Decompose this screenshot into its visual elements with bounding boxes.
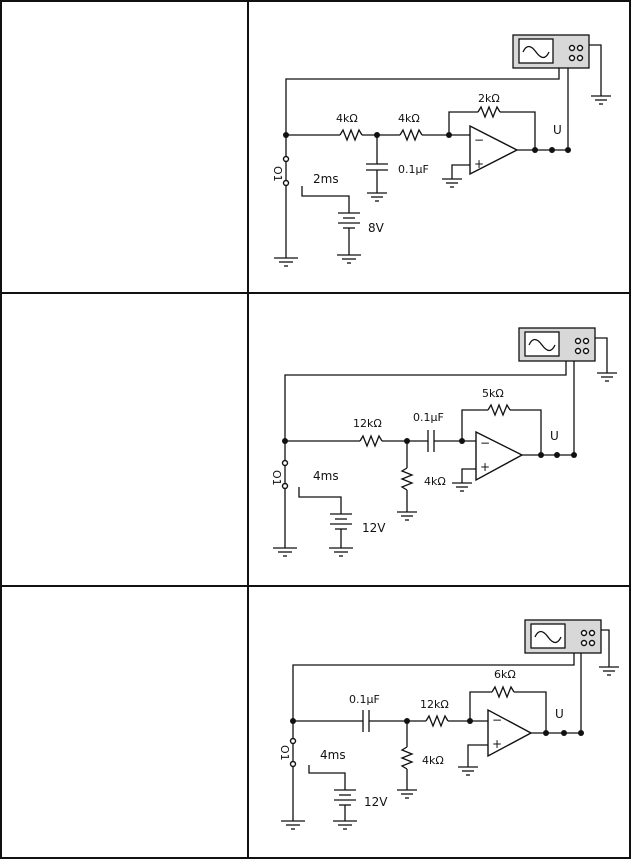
circuit-1: O1 2ms 8V 4kΩ 4kΩ 0.1μF 2kΩ U − +: [271, 34, 611, 267]
timer-label: 2ms: [313, 172, 339, 186]
opamp-minus-label: −: [492, 713, 502, 727]
oscilloscope-icon: [518, 327, 596, 362]
circuit-2: O1 4ms 12V 12kΩ 0.1μF 4kΩ 5kΩ U − +: [270, 327, 617, 557]
shunt-resistor-label: 4kΩ: [422, 754, 444, 767]
switch-label: O1: [278, 745, 291, 761]
shunt-resistor-label: 4kΩ: [424, 475, 446, 488]
feedback-resistor-label: 2kΩ: [478, 92, 500, 105]
timer-label: 4ms: [320, 748, 346, 762]
opamp-plus-label: +: [492, 737, 502, 751]
capacitor-label: 0.1μF: [413, 411, 444, 424]
resistor-1-label: 12kΩ: [353, 417, 382, 430]
feedback-resistor-label: 6kΩ: [494, 668, 516, 681]
timer-label: 4ms: [313, 469, 339, 483]
resistor-1-label: 4kΩ: [336, 112, 358, 125]
battery-label: 8V: [368, 221, 385, 235]
opamp-minus-label: −: [480, 436, 490, 450]
output-label: U: [553, 123, 562, 137]
oscilloscope-icon: [512, 34, 590, 69]
switch-label: O1: [270, 470, 283, 486]
resistor-1-label: 12kΩ: [420, 698, 449, 711]
opamp-minus-label: −: [474, 133, 484, 147]
circuit-3: O1 4ms 12V 0.1μF 12kΩ 4kΩ 6kΩ U − +: [278, 619, 619, 830]
resistor-2-label: 4kΩ: [398, 112, 420, 125]
output-label: U: [550, 429, 559, 443]
capacitor-label: 0.1μF: [398, 163, 429, 176]
battery-label: 12V: [362, 521, 386, 535]
feedback-resistor-label: 5kΩ: [482, 387, 504, 400]
opamp-plus-label: +: [480, 460, 490, 474]
oscilloscope-icon: [524, 619, 602, 654]
switch-label: O1: [271, 166, 284, 182]
battery-label: 12V: [364, 795, 388, 809]
output-label: U: [555, 707, 564, 721]
capacitor-label: 0.1μF: [349, 693, 380, 706]
opamp-plus-label: +: [474, 157, 484, 171]
